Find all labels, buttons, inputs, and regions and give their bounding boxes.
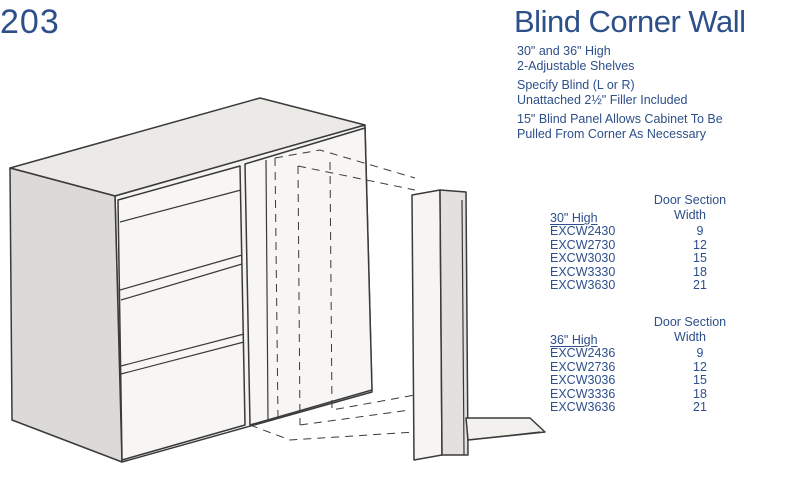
spec-table-30-high: 30" High Door Section Width EXCW2430 9 EX…	[550, 193, 750, 293]
model-code: EXCW2436	[550, 346, 616, 360]
table-row: EXCW3336 18	[550, 386, 750, 402]
table-header: 30" High Door Section Width	[550, 193, 750, 225]
table-header: 36" High Door Section Width	[550, 315, 750, 347]
model-code: EXCW2430	[550, 224, 616, 238]
model-code: EXCW3630	[550, 278, 616, 293]
model-code: EXCW3036	[550, 373, 616, 388]
hidden-shelf-outline	[274, 149, 416, 179]
filler-panel-side	[439, 189, 469, 456]
door-width: 18	[693, 386, 707, 401]
product-title: Blind Corner Wall	[514, 4, 746, 39]
table-row: EXCW3636 21	[550, 401, 750, 415]
door-width: 21	[693, 400, 707, 415]
blind-panel	[244, 127, 373, 426]
height-label: 36" High	[550, 333, 598, 347]
description-line: Specify Blind (L or R)	[517, 78, 635, 92]
door-width-column-label: Door Section Width	[640, 193, 740, 223]
description-line: 2-Adjustable Shelves	[517, 59, 635, 73]
model-code: EXCW2736	[550, 359, 616, 374]
description-block: 30" and 36" High 2-Adjustable Shelves	[517, 44, 797, 74]
table-row: EXCW2430 9	[550, 224, 750, 239]
door-width: 12	[693, 237, 707, 252]
description-line: Unattached 2½" Filler Included	[517, 93, 688, 107]
model-code: EXCW3330	[550, 264, 616, 279]
model-code: EXCW3030	[550, 251, 616, 266]
door-width: 12	[693, 359, 707, 374]
table-row: EXCW3036 15	[550, 374, 750, 388]
column-label-line: Door Section	[653, 193, 727, 207]
description-line: 30" and 36" High	[517, 44, 611, 58]
table-row: EXCW2736 12	[550, 359, 750, 375]
spec-table-36-high: 36" High Door Section Width EXCW2436 9 EX…	[550, 315, 750, 415]
height-label: 30" High	[550, 211, 598, 225]
table-row: EXCW3630 21	[550, 279, 750, 293]
cabinet-door	[117, 165, 246, 461]
page-number: 203	[0, 3, 60, 41]
door-width: 15	[693, 251, 707, 266]
product-description: 30" and 36" High 2-Adjustable Shelves Sp…	[517, 44, 797, 146]
door-width: 18	[693, 264, 707, 279]
column-label-line: Width	[674, 208, 706, 222]
door-width: 21	[693, 278, 707, 293]
description-line: 15" Blind Panel Allows Cabinet To Be	[517, 112, 723, 126]
description-block: 15" Blind Panel Allows Cabinet To Be Pul…	[517, 112, 797, 142]
model-code: EXCW3636	[550, 400, 616, 415]
table-row: EXCW3330 18	[550, 264, 750, 280]
table-row: EXCW2730 12	[550, 237, 750, 253]
model-code: EXCW2730	[550, 237, 616, 252]
cabinet-side	[9, 167, 123, 463]
filler-panel	[411, 189, 443, 461]
table-row: EXCW3030 15	[550, 252, 750, 266]
model-code: EXCW3336	[550, 386, 616, 401]
cabinet-illustration	[9, 97, 546, 463]
description-block: Specify Blind (L or R) Unattached 2½" Fi…	[517, 78, 797, 108]
description-line: Pulled From Corner As Necessary	[517, 127, 706, 141]
table-row: EXCW2436 9	[550, 346, 750, 361]
column-label-line: Door Section	[653, 315, 727, 329]
door-width: 15	[693, 373, 707, 388]
column-label-line: Width	[674, 330, 706, 344]
filler-base	[465, 417, 546, 441]
door-width: 9	[696, 224, 704, 238]
door-width-column-label: Door Section Width	[640, 315, 740, 345]
door-width: 9	[696, 346, 704, 360]
